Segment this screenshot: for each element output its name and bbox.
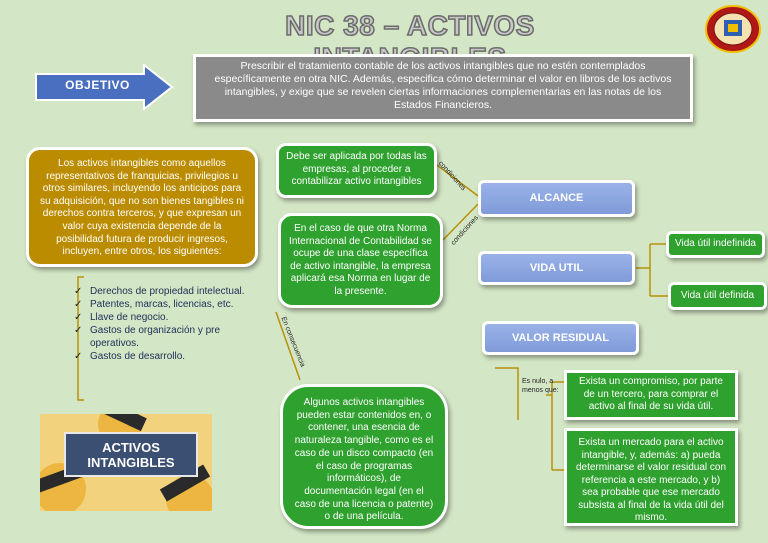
objetivo-text-box: Prescribir el tratamiento contable de lo… [193, 54, 693, 122]
connector-line-condiciones-1 [436, 164, 479, 197]
consecuencia-box: Algunos activos intangibles pueden estar… [280, 384, 448, 529]
valor-residual-bracket [495, 367, 519, 420]
alcance-header: ALCANCE [478, 180, 635, 217]
list-item-text: Gastos de desarrollo. [90, 350, 186, 362]
connector-line-consecuencia [275, 311, 301, 381]
check-icon: ✓ [74, 350, 83, 362]
list-item: ✓ Patentes, marcas, licencias, etc. [72, 299, 247, 312]
list-bracket [77, 276, 84, 401]
definicion-box: Los activos intangibles como aquellos re… [26, 147, 258, 267]
list-item: ✓ Gastos de organización y pre operativos… [72, 325, 247, 350]
check-icon: ✓ [74, 325, 83, 337]
valor-residual-header: VALOR RESIDUAL [482, 321, 639, 355]
list-item: ✓ Llave de negocio. [72, 312, 247, 325]
valor-residual-conditions-bracket [546, 381, 564, 471]
alcance-condicion-2: En el caso de que otra Norma Internacion… [278, 213, 443, 308]
vida-util-definida: Vida útil definida [668, 282, 767, 310]
list-item: ✓ Derechos de propiedad intelectual. [72, 286, 247, 299]
objetivo-label: OBJETIVO [65, 78, 130, 92]
list-item: ✓ Gastos de desarrollo. [72, 351, 247, 364]
valor-residual-connector-label: Es nulo, a menos que: [522, 378, 559, 394]
list-item-text: Patentes, marcas, licencias, etc. [90, 299, 234, 311]
connector-line-condiciones-2 [442, 203, 479, 241]
list-item-text: Llave de negocio. [90, 312, 169, 324]
list-item-text: Derechos de propiedad intelectual. [90, 286, 245, 297]
check-icon: ✓ [74, 312, 83, 324]
check-icon: ✓ [74, 286, 83, 297]
valor-residual-condicion-1: Exista un compromiso, por parte de un te… [564, 370, 738, 420]
valor-residual-condicion-2: Exista un mercado para el activo intangi… [564, 428, 738, 526]
page-title: NIC 38 – ACTIVOS INTANGIBLES [284, 9, 535, 74]
alcance-condicion-1: Debe ser aplicada por todas las empresas… [276, 143, 437, 198]
ejemplos-list: ✓ Derechos de propiedad intelectual. ✓ Pat… [72, 286, 247, 364]
vida-util-bracket [636, 243, 668, 297]
vida-util-indefinida: Vida útil indefinida [666, 231, 765, 258]
vida-util-header: VIDA UTIL [478, 251, 635, 285]
objetivo-arrow-icon [35, 64, 174, 110]
university-seal-icon [705, 5, 761, 53]
check-icon: ✓ [74, 299, 83, 311]
image-label: ACTIVOS INTANGIBLES [64, 432, 198, 477]
list-item-text: Gastos de organización y pre operativos. [90, 325, 221, 349]
